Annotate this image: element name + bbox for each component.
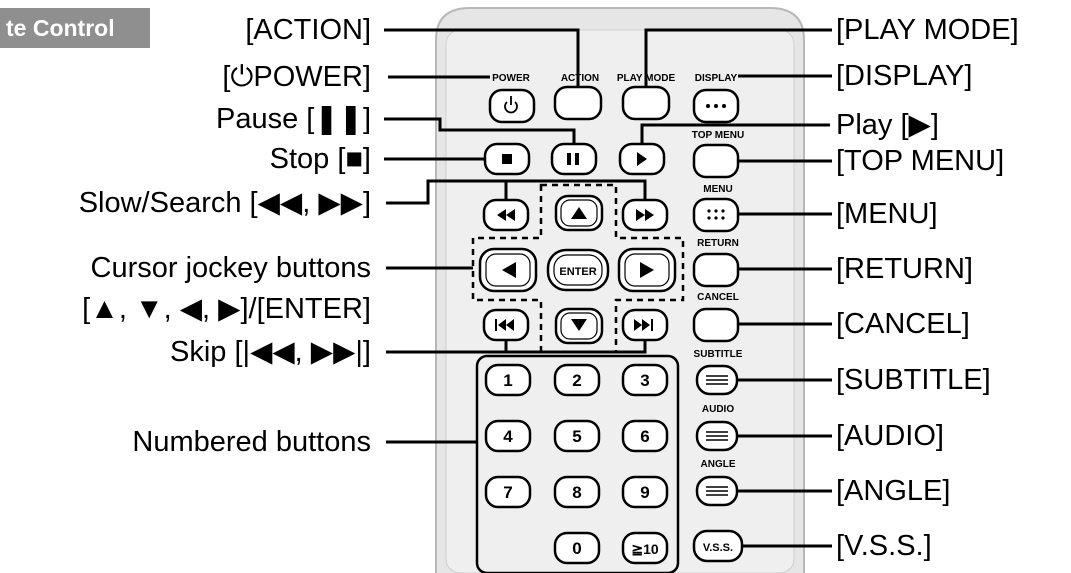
callout-action: [ACTION] (245, 14, 371, 46)
right-arrow-icon (640, 262, 654, 278)
number-button (621, 363, 669, 397)
return-label: RETURN (697, 238, 739, 249)
pause-icon (567, 153, 579, 165)
angle-label: ANGLE (701, 459, 736, 470)
number-button (553, 363, 601, 397)
skip-back-icon (495, 319, 514, 331)
callout-cursor-line1: Cursor jockey buttons (90, 252, 371, 284)
number-label: 7 (503, 483, 512, 502)
action-leader (384, 28, 580, 87)
callout-subtitle: [SUBTITLE] (836, 364, 991, 396)
number-label: 6 (640, 427, 649, 446)
play-leader (640, 123, 830, 144)
pause-leader (384, 117, 576, 144)
play-icon (637, 152, 647, 166)
callout-slow-search: Slow/Search [◀◀, ▶▶] (78, 187, 371, 219)
callout-display: [DISPLAY] (836, 60, 973, 92)
audio-label: AUDIO (702, 404, 734, 415)
rewind-icon (497, 209, 515, 221)
callout-return: [RETURN] (836, 253, 973, 285)
number-button (484, 419, 532, 453)
stop-icon (502, 154, 512, 164)
keypad-outline (475, 354, 680, 573)
number-label: 4 (503, 427, 513, 446)
menu-button (692, 197, 740, 233)
number-label: 5 (572, 427, 581, 446)
power-label: POWER (492, 73, 531, 84)
callout-play-mode: [PLAY MODE] (836, 14, 1019, 46)
cancel-label: CANCEL (697, 292, 739, 303)
number-button (553, 475, 601, 509)
callout-top-menu: [TOP MENU] (836, 145, 1005, 177)
dots-icon (706, 104, 726, 108)
callout-pause: Pause [❚❚] (216, 103, 371, 135)
up-arrow-icon (571, 207, 587, 219)
callout-cursor-line2: [▲, ▼, ◀, ▶]/[ENTER] (82, 293, 371, 325)
play-mode-button (621, 85, 671, 121)
number-label: ≧10 (631, 541, 659, 557)
subtitle-label: SUBTITLE (694, 349, 743, 360)
lines-icon (706, 431, 728, 441)
cancel-button (692, 307, 740, 343)
section-header: te Control (0, 8, 150, 48)
lines-icon (706, 375, 728, 385)
number-button (484, 475, 532, 509)
power-icon (504, 96, 518, 114)
skip-leader (386, 340, 647, 354)
callout-stop: Stop [■] (269, 143, 371, 175)
number-button (621, 419, 669, 453)
callout-menu: [MENU] (836, 198, 938, 230)
leader-lines-right (640, 28, 832, 548)
numbered-keypad: 1 2 3 4 5 6 7 8 9 0 ≧10 (484, 363, 669, 565)
number-button (621, 475, 669, 509)
action-button (553, 85, 603, 121)
power-button (488, 88, 536, 124)
top-menu-button (692, 143, 740, 179)
callout-angle: [ANGLE] (836, 475, 951, 507)
enter-label: ENTER (559, 266, 596, 278)
leader-lines-left (384, 28, 647, 444)
number-label: 2 (572, 371, 581, 390)
number-label: 3 (640, 371, 649, 390)
number-label: 8 (572, 483, 581, 502)
callout-vss: [V.S.S.] (836, 530, 932, 562)
pause-button (550, 142, 598, 176)
slow-search-leader (386, 179, 647, 205)
callout-cancel: [CANCEL] (836, 308, 970, 340)
callout-play: Play [▶] (836, 109, 939, 141)
number-label: 9 (640, 483, 649, 502)
grid-icon (707, 209, 725, 220)
enter-button (546, 248, 610, 292)
vss-label: V.S.S. (703, 542, 733, 554)
top-menu-label: TOP MENU (692, 130, 744, 141)
callout-skip: Skip [|◀◀, ▶▶|] (170, 336, 371, 368)
callout-power: [⏻POWER] (222, 61, 371, 93)
callout-numbered: Numbered buttons (132, 426, 371, 458)
play-mode-leader (644, 28, 832, 87)
skip-forward-icon (634, 319, 653, 331)
number-button (553, 419, 601, 453)
number-label: 1 (503, 371, 512, 390)
action-label: ACTION (561, 73, 599, 84)
lines-icon (706, 486, 728, 496)
number-button (484, 363, 532, 397)
display-label: DISPLAY (695, 73, 738, 84)
left-arrow-icon (502, 262, 516, 278)
callout-audio: [AUDIO] (836, 420, 944, 452)
fast-forward-icon (636, 209, 654, 221)
return-button (692, 252, 740, 288)
number-button (621, 531, 669, 565)
down-arrow-icon (571, 319, 587, 331)
menu-label: MENU (703, 184, 732, 195)
number-button (553, 531, 601, 565)
number-label: 0 (572, 539, 581, 558)
